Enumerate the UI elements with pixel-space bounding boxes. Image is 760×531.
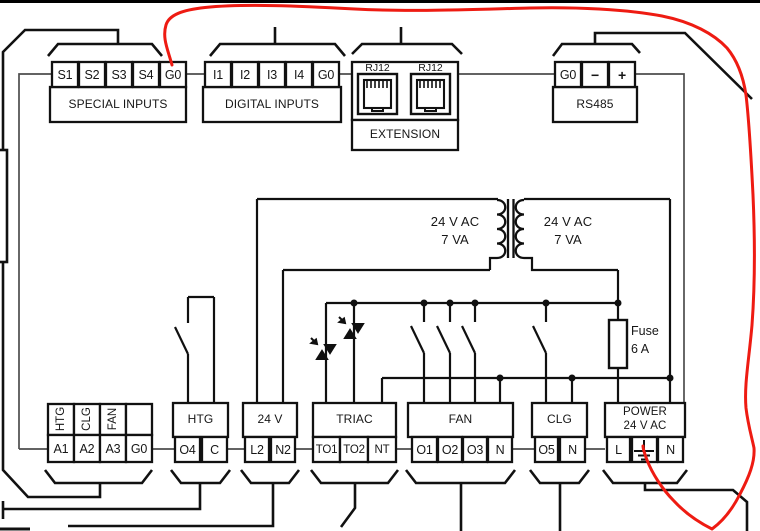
column-label-htg: HTG bbox=[55, 406, 67, 432]
terminal-o5: O5 bbox=[538, 442, 555, 457]
xfmr-right-voltage: 24 V AC bbox=[543, 213, 593, 229]
terminal-a1: A1 bbox=[53, 441, 69, 456]
column-label-clg: CLG bbox=[81, 407, 93, 431]
terminal-a3: A3 bbox=[105, 441, 121, 456]
terminal-l: L bbox=[615, 442, 622, 457]
terminal-g0-analog: G0 bbox=[130, 441, 148, 456]
htg-label: HTG bbox=[187, 412, 214, 426]
terminal-o1: O1 bbox=[416, 442, 433, 457]
terminal-to2: TO2 bbox=[343, 443, 365, 456]
xfmr-right-power: 7 VA bbox=[554, 231, 582, 247]
xfmr-left-power: 7 VA bbox=[441, 231, 469, 247]
terminal-g0-rs485: G0 bbox=[559, 67, 577, 82]
power-label-line1: POWER bbox=[623, 406, 667, 418]
terminal-i1: I1 bbox=[212, 67, 224, 82]
terminal-s1: S1 bbox=[57, 67, 73, 82]
terminal-to1: TO1 bbox=[315, 443, 338, 456]
terminal-a2: A2 bbox=[79, 441, 95, 456]
triac-label: TRIAC bbox=[336, 412, 373, 426]
clg-label: CLG bbox=[547, 412, 572, 426]
terminal-i2: I2 bbox=[239, 67, 251, 82]
terminal-n-fan: N bbox=[495, 442, 505, 457]
terminal-s4: S4 bbox=[138, 67, 154, 82]
terminal-g0-digital: G0 bbox=[317, 67, 335, 82]
fuse-rating: 6 A bbox=[631, 341, 650, 356]
xfmr-left-voltage: 24 V AC bbox=[430, 213, 480, 229]
left-edge-partial-block bbox=[0, 148, 9, 264]
terminal-plus: + bbox=[618, 66, 626, 83]
terminal-l2: L2 bbox=[250, 442, 264, 457]
fan-label: FAN bbox=[448, 412, 473, 426]
extension-label: EXTENSION bbox=[369, 127, 441, 141]
digital-inputs-label: DIGITAL INPUTS bbox=[224, 96, 320, 111]
terminal-s2: S2 bbox=[84, 67, 100, 82]
terminal-n-clg: N bbox=[568, 442, 577, 457]
terminal-g0-special: G0 bbox=[164, 67, 182, 82]
terminal-i4: I4 bbox=[293, 67, 305, 82]
rs485-label: RS485 bbox=[576, 96, 614, 111]
column-label-fan: FAN bbox=[107, 407, 119, 431]
terminal-nt: NT bbox=[374, 443, 390, 456]
top-edge-bar bbox=[0, 0, 760, 3]
terminal-o4: O4 bbox=[179, 442, 196, 457]
rj12-right-label: RJ12 bbox=[418, 62, 443, 74]
terminal-o3: O3 bbox=[466, 442, 484, 457]
rj12-left-label: RJ12 bbox=[365, 62, 390, 74]
terminal-n-power: N bbox=[666, 442, 675, 457]
terminal-minus: − bbox=[591, 66, 599, 83]
terminal-s3: S3 bbox=[111, 67, 127, 82]
v24-label: 24 V bbox=[257, 412, 283, 426]
power-label-line2: 24 V AC bbox=[623, 420, 667, 432]
terminal-n2: N2 bbox=[275, 442, 291, 457]
fuse-name: Fuse bbox=[631, 323, 659, 338]
special-inputs-label: SPECIAL INPUTS bbox=[68, 96, 168, 111]
terminal-i3: I3 bbox=[266, 67, 278, 82]
terminal-c: C bbox=[210, 442, 219, 457]
terminal-o2: O2 bbox=[441, 442, 459, 457]
